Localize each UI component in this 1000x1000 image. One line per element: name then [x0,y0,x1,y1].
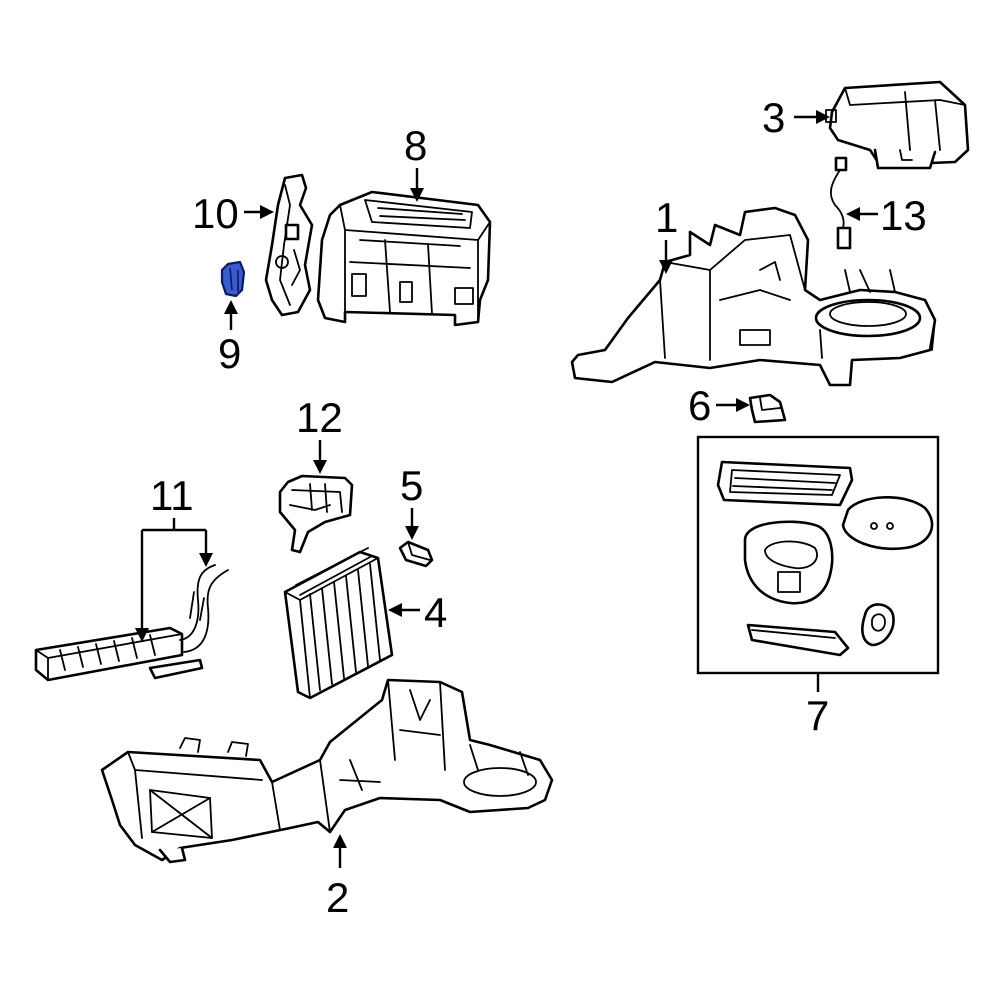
part-6-clip[interactable] [748,393,787,424]
svg-text:13: 13 [880,192,927,239]
svg-text:11: 11 [150,472,194,519]
part-4-evaporator-core[interactable] [283,547,394,700]
svg-text:10: 10 [192,190,239,237]
svg-text:1: 1 [655,194,678,241]
part-8-distribution-housing[interactable] [316,190,492,327]
callout-7: 7 [806,673,829,739]
svg-text:8: 8 [404,122,427,169]
part-13-wire-harness[interactable] [829,156,852,250]
svg-text:2: 2 [326,874,349,921]
svg-text:9: 9 [218,330,241,377]
svg-text:6: 6 [688,382,711,429]
svg-text:5: 5 [400,462,423,509]
svg-text:4: 4 [424,589,447,636]
part-5-sensor[interactable] [398,540,434,568]
callout-11: 11 [135,472,213,642]
callout-9: 9 [218,300,241,377]
callout-13: 13 [846,192,927,239]
callout-4: 4 [388,589,447,636]
part-2-housing-lower[interactable] [100,678,554,864]
part-7-seal-kit[interactable] [696,435,940,675]
callout-3: 3 [762,94,830,141]
part-3-blower-motor[interactable] [825,80,970,170]
callout-2: 2 [326,834,349,921]
svg-text:12: 12 [296,394,343,441]
svg-text:7: 7 [806,692,829,739]
callout-5: 5 [400,462,423,540]
part-9-actuator-highlighted[interactable] [220,260,246,298]
svg-text:3: 3 [762,94,785,141]
callout-6: 6 [688,382,750,429]
part-12-bracket[interactable] [278,474,354,554]
part-1-housing-upper[interactable] [570,206,937,387]
callout-12: 12 [296,394,343,474]
part-11-heater-core[interactable] [34,564,229,682]
callout-10: 10 [192,190,274,237]
callout-1: 1 [655,194,678,274]
callout-8: 8 [404,122,427,202]
part-10-door-actuator-bracket[interactable] [264,173,314,317]
